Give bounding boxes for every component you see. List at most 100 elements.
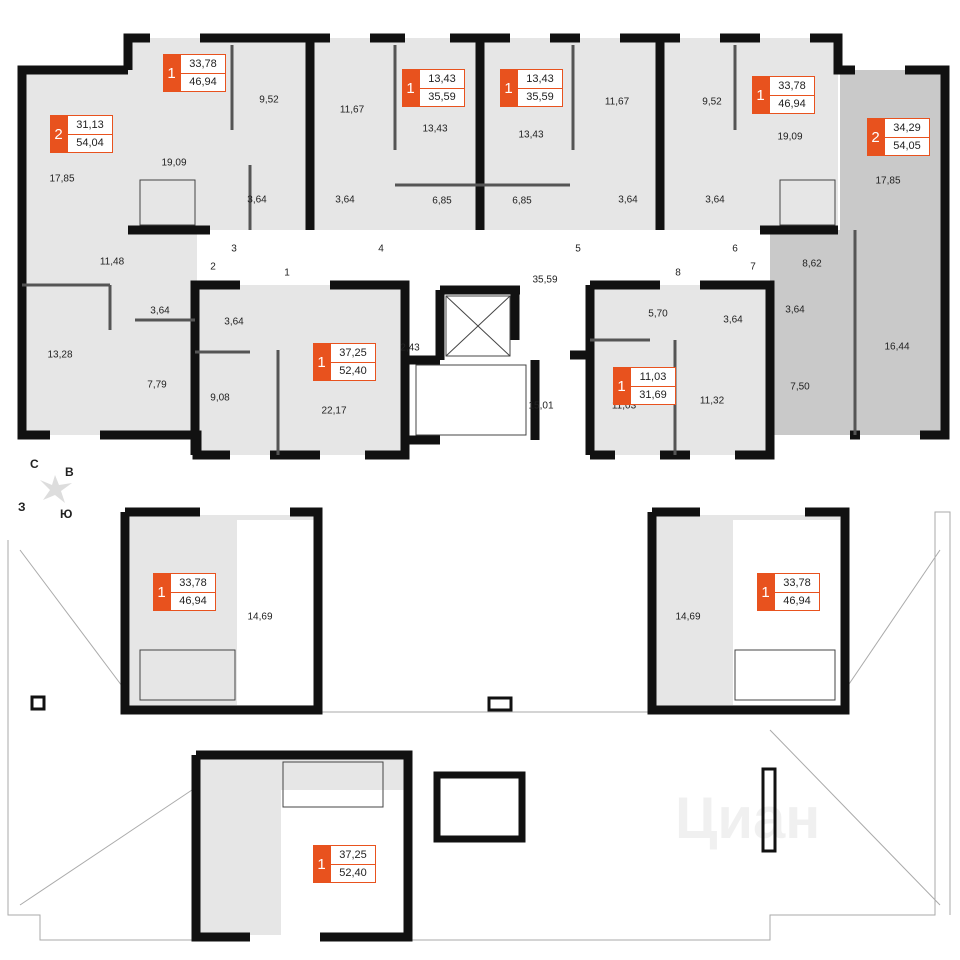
- apartment-areas: 34,29 54,05: [884, 118, 930, 156]
- entrance-number: 8: [675, 267, 681, 279]
- room-count: 1: [153, 573, 170, 611]
- room-area-label: 9,52: [702, 96, 722, 108]
- room-count: 1: [313, 845, 330, 883]
- compass-star-icon: [40, 475, 72, 503]
- apartment-areas: 13,43 35,59: [419, 69, 465, 107]
- living-area: 34,29: [885, 119, 929, 138]
- entrance-number: 4: [378, 243, 384, 255]
- living-area: 37,25: [331, 846, 375, 865]
- room-area-label: 11,32: [699, 395, 725, 407]
- room-area-label: 3,64: [618, 194, 638, 206]
- compass-west: З: [18, 500, 26, 514]
- compass-south: Ю: [60, 507, 73, 521]
- total-area: 46,94: [189, 76, 217, 89]
- room-count: 1: [613, 367, 630, 405]
- room-area-label: 22,17: [321, 405, 347, 417]
- room-area-label: 11,67: [604, 96, 630, 108]
- apartment-areas: 13,43 35,59: [517, 69, 563, 107]
- room-area-label: 14,69: [247, 611, 273, 623]
- watermark: Циан: [675, 786, 821, 851]
- entrance-number: 2: [210, 261, 216, 273]
- room-count: 1: [163, 54, 180, 92]
- total-area: 54,05: [893, 140, 921, 153]
- total-area: 54,04: [76, 137, 104, 150]
- room-area-label: 7,50: [790, 381, 810, 393]
- room-area-label: 11,03: [611, 400, 637, 412]
- apartment-areas: 33,78 46,94: [774, 573, 820, 611]
- entrance-number: 1: [284, 267, 290, 279]
- room-area-label: 13,43: [518, 129, 544, 141]
- room-count: 2: [50, 115, 67, 153]
- room-area-label: 3,64: [705, 194, 725, 206]
- room-area-label: 6,85: [432, 195, 452, 207]
- room-area-label: 3,64: [150, 305, 170, 317]
- total-area: 52,40: [339, 365, 367, 378]
- roof-outline: [7, 511, 951, 941]
- room-count: 2: [867, 118, 884, 156]
- room-area-label: 2,43: [400, 342, 420, 354]
- room-area-label: 19,09: [777, 131, 803, 143]
- living-area: 33,78: [181, 55, 225, 74]
- room-area-label: 13,43: [422, 123, 448, 135]
- room-area-label: 3,64: [247, 194, 267, 206]
- apartment-areas: 31,13 54,04: [67, 115, 113, 153]
- room-count: 1: [752, 76, 769, 114]
- room-area-label: 8,62: [802, 258, 822, 270]
- apartment-areas: 11,03 31,69: [630, 367, 676, 405]
- room-count: 1: [402, 69, 419, 107]
- apartment-areas: 33,78 46,94: [180, 54, 226, 92]
- room-area-label: 11,67: [339, 104, 365, 116]
- room-count: 1: [313, 343, 330, 381]
- apartment-areas: 37,25 52,40: [330, 343, 376, 381]
- compass-east: В: [65, 465, 74, 479]
- entrance-number: 6: [732, 243, 738, 255]
- living-area: 11,03: [631, 368, 675, 387]
- room-area-label: 13,28: [47, 349, 73, 361]
- room-area-label: 3,64: [335, 194, 355, 206]
- room-area-label: 5,70: [648, 308, 668, 320]
- room-area-label: 9,08: [210, 392, 230, 404]
- living-area: 37,25: [331, 344, 375, 363]
- room-area-label: 35,59: [532, 274, 558, 286]
- room-area-label: 9,52: [259, 94, 279, 106]
- living-area: 13,43: [518, 70, 562, 89]
- living-area: 31,13: [68, 116, 112, 135]
- living-area: 13,43: [420, 70, 464, 89]
- compass-north: С: [30, 457, 39, 471]
- room-area-label: 7,79: [147, 379, 167, 391]
- total-area: 35,59: [428, 91, 456, 104]
- total-area: 31,69: [639, 389, 667, 402]
- total-area: 46,94: [783, 595, 811, 608]
- room-area-label: 3,64: [723, 314, 743, 326]
- total-area: 46,94: [179, 595, 207, 608]
- room-count: 1: [757, 573, 774, 611]
- room-area-label: 3,64: [224, 316, 244, 328]
- apartment-areas: 37,25 52,40: [330, 845, 376, 883]
- room-area-label: 19,09: [161, 157, 187, 169]
- room-area-label: 17,85: [49, 173, 75, 185]
- entrance-number: 5: [575, 243, 581, 255]
- room-area-label: 14,69: [675, 611, 701, 623]
- total-area: 35,59: [526, 91, 554, 104]
- entrance-number: 7: [750, 261, 756, 273]
- living-area: 33,78: [770, 77, 814, 96]
- total-area: 52,40: [339, 867, 367, 880]
- room-area-label: 15,01: [528, 400, 554, 412]
- room-area-label: 6,85: [512, 195, 532, 207]
- room-area-label: 11,48: [99, 256, 125, 268]
- entrance-number: 3: [231, 243, 237, 255]
- room-count: 1: [500, 69, 517, 107]
- living-area: 33,78: [775, 574, 819, 593]
